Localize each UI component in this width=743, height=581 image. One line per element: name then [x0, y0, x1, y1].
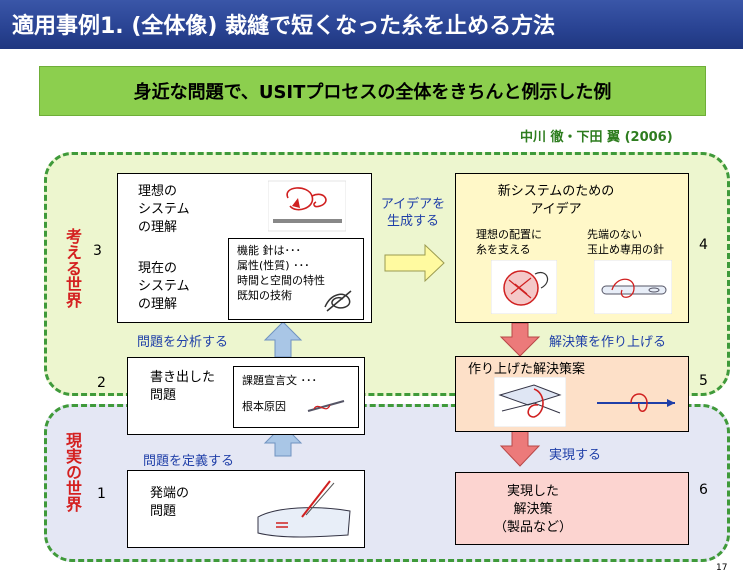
node-4-sub-left: 理想の配置に 糸を支える — [476, 228, 542, 256]
node-1-initial-problem: 発端の 問題 — [127, 470, 365, 548]
node-5-number: 5 — [699, 373, 708, 389]
node-4-sub-right: 先端のない 玉止め専用の針 — [587, 228, 664, 256]
node-6-realized-solution: 実現した 解決策 （製品など） — [455, 472, 689, 545]
node-3-detail-time-space: 時間と空間の特性 — [237, 274, 325, 287]
short-thread-icon — [307, 400, 345, 412]
blunt-needle-sketch-icon — [594, 260, 672, 314]
node-3-detail-box: 機能 針は･･･ 属性(性質) ･･･ 時間と空間の特性 既知の技術 — [228, 238, 364, 320]
edge-label-build: 解決策を作り上げる — [549, 335, 667, 350]
node-4-new-system-idea: 新システムのための アイデア 理想の配置に 糸を支える 先端のない 玉止め専用の… — [455, 173, 689, 323]
node-3-detail-known-tech: 既知の技術 — [237, 289, 292, 302]
node-3-system-understanding: 理想の システム の理解 現在の システム の理解 機能 針は･･･ 属性(性質… — [117, 173, 372, 323]
region-think-label: 考える世界 — [62, 228, 82, 308]
node-4-number: 4 — [699, 237, 708, 253]
subtitle-box: 身近な問題で、USITプロセスの全体をきちんと例示した例 — [39, 66, 706, 116]
node-1-label: 発端の 問題 — [150, 486, 190, 519]
arrow-right-generate — [384, 243, 445, 283]
fabric-thread-sketch-icon — [257, 480, 351, 538]
node-3-detail-attribute: 属性(性質) ･･･ — [237, 259, 310, 272]
knot-needle-sketch-icon — [597, 393, 675, 412]
edge-label-analyze: 問題を分析する — [137, 335, 229, 350]
needle-thread-icon — [324, 290, 352, 312]
arrow-up-analyze — [263, 321, 303, 358]
edge-label-generate: アイデアを 生成する — [380, 197, 446, 229]
title-bar: 適用事例1. (全体像) 裁縫で短くなった糸を止める方法 — [0, 0, 743, 49]
node-4-title: 新システムのための アイデア — [497, 184, 615, 217]
edge-label-realize: 実現する — [549, 448, 602, 463]
region-real-label-text: 現実の世界 — [63, 432, 82, 512]
arrow-down-realize — [499, 429, 541, 467]
slide-title: 適用事例1. (全体像) 裁縫で短くなった糸を止める方法 — [12, 14, 556, 39]
clip-device-sketch-icon — [494, 377, 566, 427]
node-3-current-label: 現在の システム の理解 — [138, 261, 190, 312]
arrow-down-build — [499, 322, 541, 357]
node-5-label: 作り上げた解決策案 — [468, 362, 586, 377]
node-2-number: 2 — [97, 375, 106, 391]
region-think-label-text: 考える世界 — [63, 228, 82, 308]
ideal-system-sketch-icon — [268, 180, 346, 232]
node-2-root-cause: 根本原因 — [242, 400, 286, 413]
edge-label-define: 問題を定義する — [143, 454, 235, 469]
node-2-label: 書き出した 問題 — [150, 370, 216, 403]
node-6-number: 6 — [699, 482, 708, 498]
thread-support-sketch-icon — [491, 260, 557, 314]
node-3-detail-function: 機能 針は･･･ — [237, 244, 301, 257]
node-2-written-problem: 書き出した 問題 課題宣言文 ･･･ 根本原因 — [127, 357, 365, 435]
credit: 中川 徹・下田 翼 (2006) — [520, 130, 673, 145]
node-1-number: 1 — [97, 486, 106, 502]
node-3-number: 3 — [93, 243, 102, 259]
node-3-ideal-label: 理想の システム の理解 — [138, 184, 190, 235]
subtitle: 身近な問題で、USITプロセスの全体をきちんと例示した例 — [133, 82, 612, 103]
node-2-detail-box: 課題宣言文 ･･･ 根本原因 — [233, 366, 359, 428]
node-5-solution-draft: 作り上げた解決策案 — [455, 356, 689, 432]
page-number: 17 — [716, 563, 728, 573]
node-6-label: 実現した 解決策 （製品など） — [494, 484, 573, 535]
region-real-label: 現実の世界 — [62, 432, 82, 512]
node-2-problem-statement: 課題宣言文 ･･･ — [242, 374, 317, 387]
